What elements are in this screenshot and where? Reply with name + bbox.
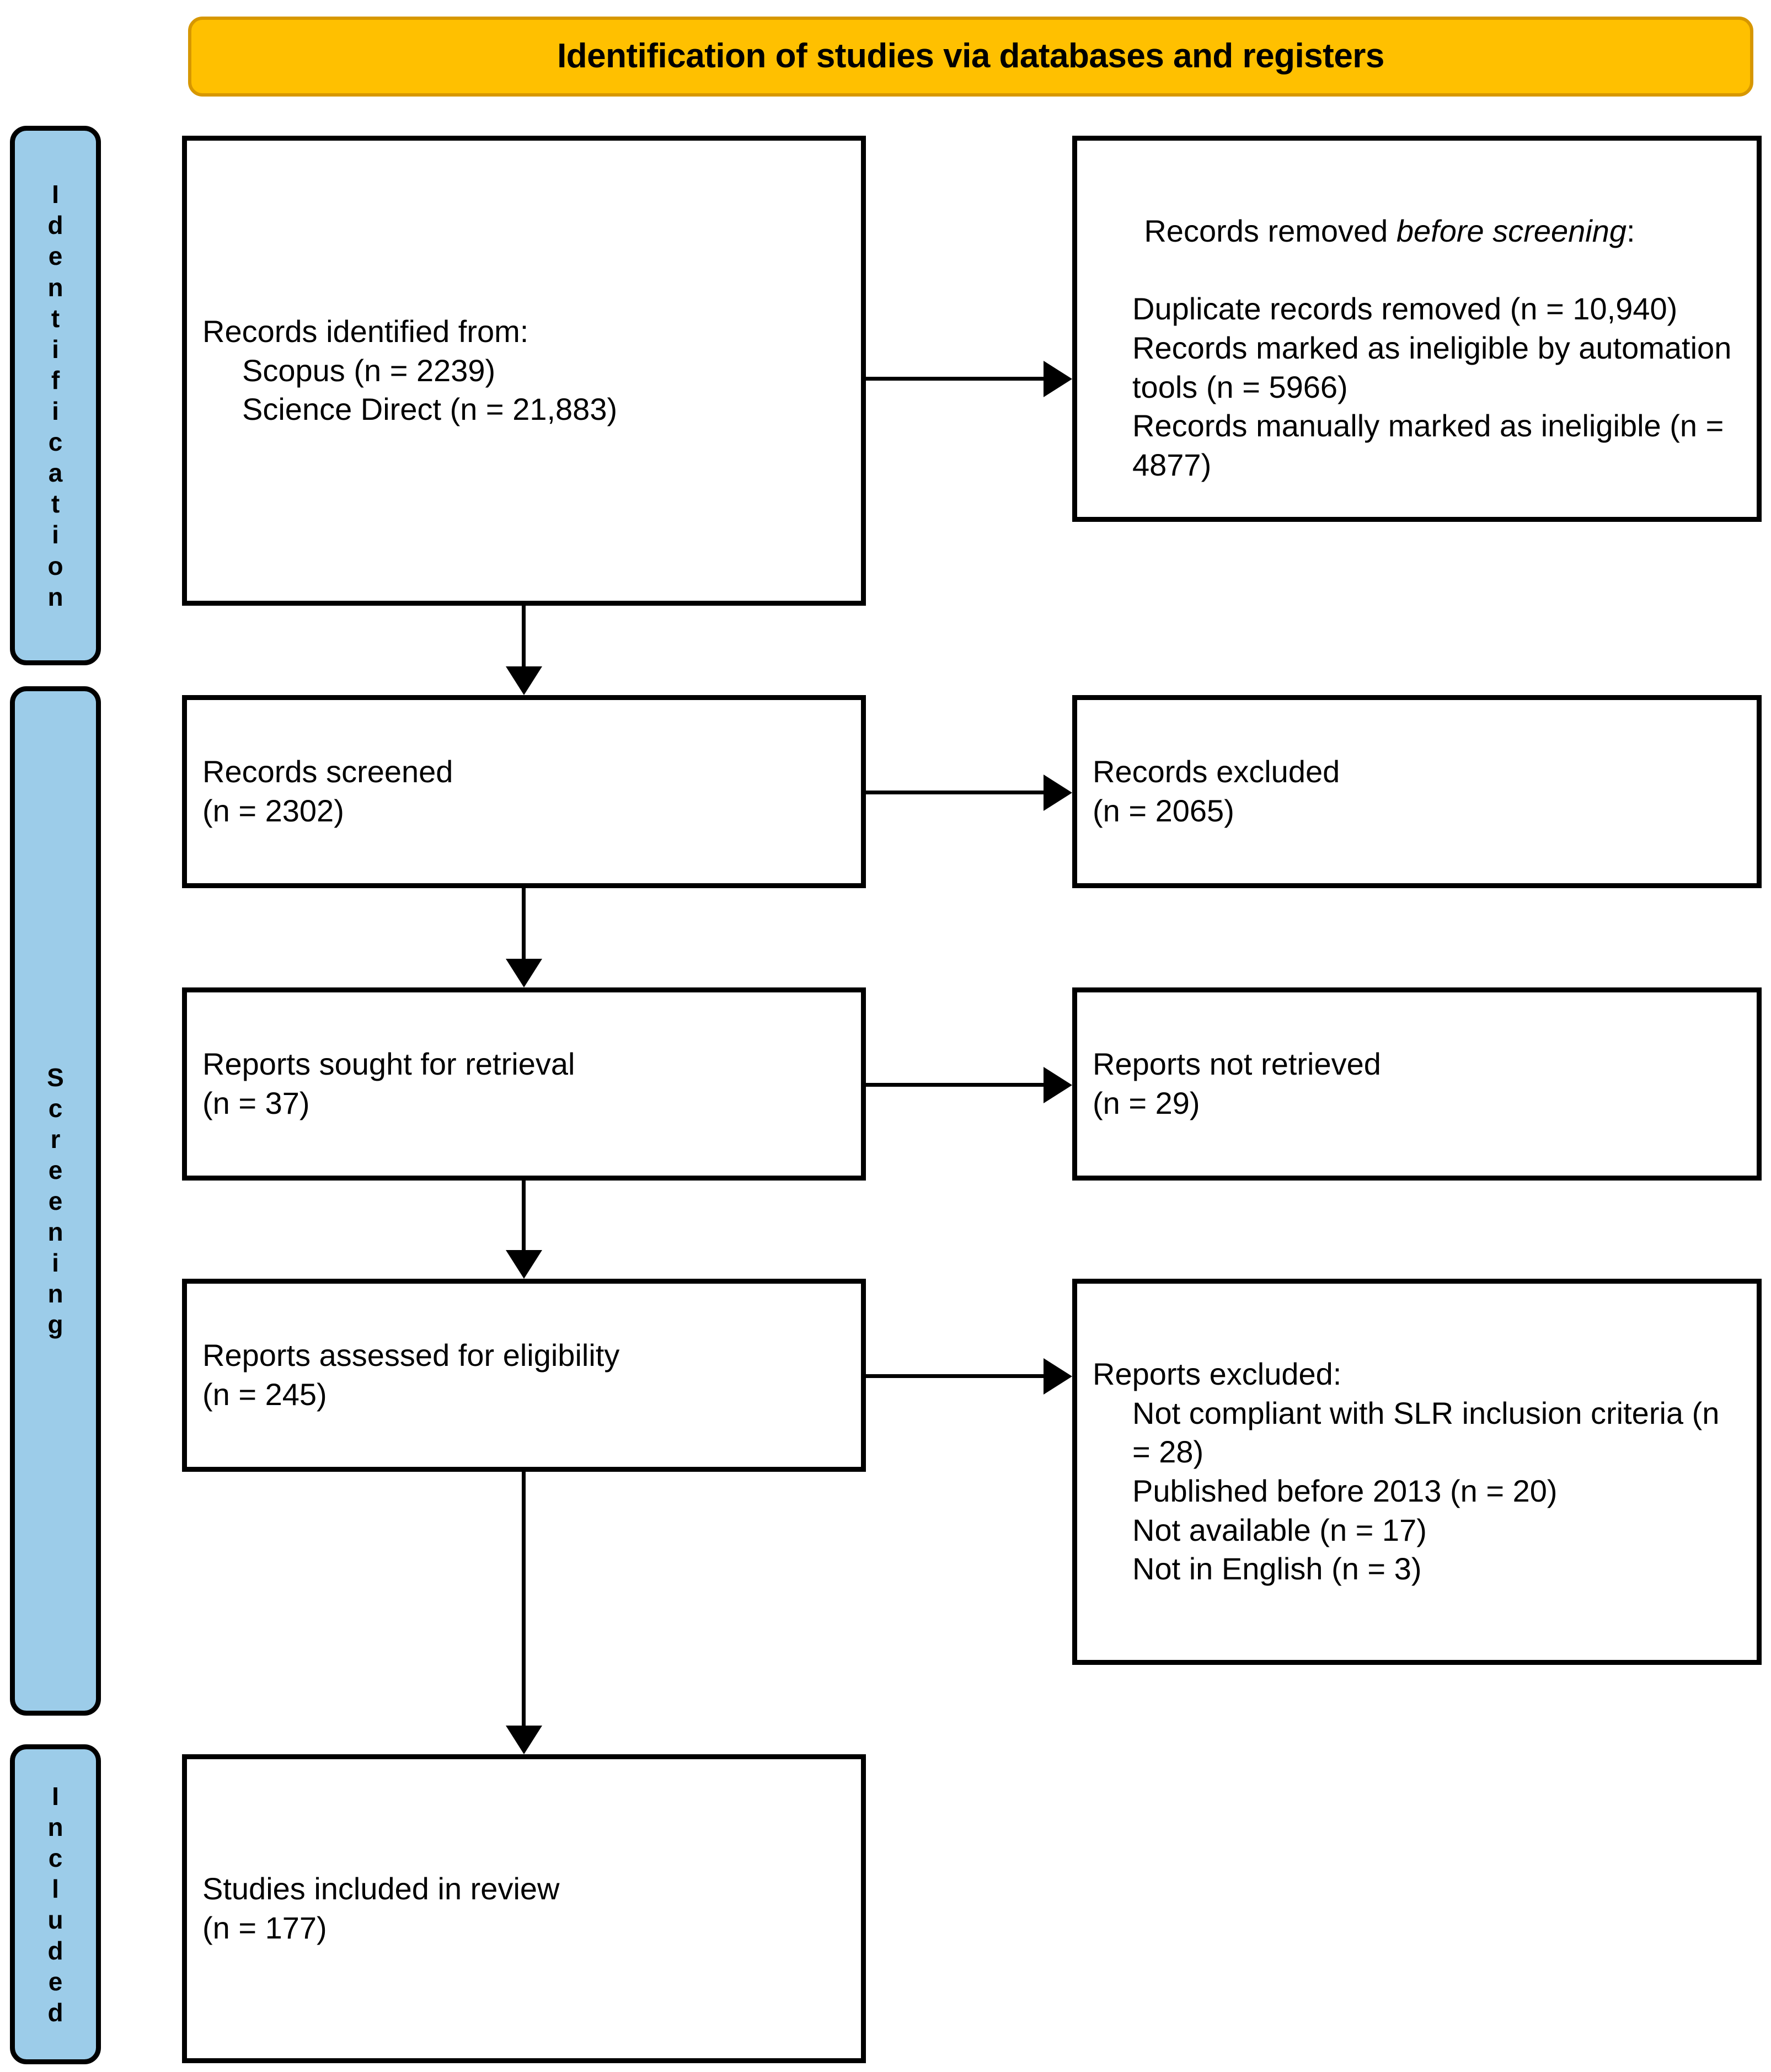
box-line: (n = 177) [202,1910,327,1945]
stage-label-letter: i [52,520,59,549]
arrow-sought-to-not-retrieved [866,1066,1073,1104]
phase-banner-identification: Identification of studies via databases … [188,17,1753,97]
box-line: Science Direct (n = 21,883) [242,392,618,427]
stage-label-letter: S [47,1062,64,1092]
stage-label-letter: i [52,1248,59,1278]
arrow-shaft [866,1083,1045,1087]
stage-label-letter: l [52,1874,59,1903]
arrow-identified-to-screened [506,606,560,696]
stage-label-letter: i [52,397,59,425]
arrow-screened-to-records-excluded [866,773,1073,812]
arrow-shaft [866,377,1045,381]
stage-label-letter: u [47,1905,63,1934]
stage-label-letter: n [47,1217,63,1247]
box-line: Records excluded [1093,754,1340,789]
arrow-assessed-to-included [506,1472,560,1755]
box-line: (n = 29) [1093,1086,1200,1120]
box-line: (n = 245) [202,1377,327,1412]
box-line: Studies included in review [202,1871,560,1907]
arrow-head-right-icon [1044,361,1072,397]
stage-label-letter: I [52,1781,59,1811]
stage-label-letter: g [47,1310,63,1339]
box-line: Not available (n = 17) [1132,1512,1427,1547]
arrow-shaft [866,1374,1045,1378]
stage-label-letter: r [50,1124,61,1154]
arrow-head-right-icon [1044,775,1072,811]
heading-prefix: Records removed [1144,213,1397,249]
box-line: Scopus (n = 2239) [242,353,496,388]
arrow-identified-to-removed [866,360,1073,398]
box-line: Records identified from: [202,314,529,349]
arrow-shaft [866,791,1045,794]
stage-label-letter: e [48,1155,63,1184]
box-line: (n = 37) [202,1086,310,1120]
box-line: Not compliant with SLR inclusion criteri… [1132,1395,1728,1470]
box-line: Reports excluded: [1093,1357,1342,1392]
stage-label-letter: n [47,1812,63,1841]
arrow-assessed-to-reports-excluded [866,1357,1073,1396]
stage-label-letter: e [48,1186,63,1215]
box-line: Records marked as ineligible by automati… [1132,330,1740,404]
phase-banner-title: Identification of studies via databases … [557,37,1384,76]
stage-label-letter: e [48,1967,63,1996]
stage-label-letter: d [47,1998,63,2027]
arrow-head-down-icon [506,666,542,695]
box-reports-assessed-for-eligibility: Reports assessed for eligibility (n = 24… [182,1279,866,1472]
stage-label-letter: d [47,211,63,240]
box-line: Reports not retrieved [1093,1046,1381,1082]
stage-label-letter: I [52,180,59,209]
arrow-shaft [522,606,526,667]
box-reports-excluded: Reports excluded: Not compliant with SLR… [1072,1279,1762,1665]
stage-label-letter: c [48,1843,63,1872]
stage-label-letter: n [47,273,63,302]
heading-italic: before screening [1396,213,1627,249]
stage-label-letter: c [48,428,63,457]
box-line: Not in English (n = 3) [1132,1551,1422,1587]
arrow-shaft [522,1472,526,1727]
arrow-head-right-icon [1044,1358,1072,1395]
box-reports-not-retrieved: Reports not retrieved (n = 29) [1072,987,1762,1181]
stage-label-letter: n [47,582,63,611]
box-records-removed-before-screening: Records removed before screening: Duplic… [1072,136,1762,522]
stage-label-letter: t [51,489,60,519]
arrow-head-right-icon [1044,1067,1072,1103]
box-records-excluded: Records excluded (n = 2065) [1072,695,1762,888]
stage-label-letter: o [47,551,63,580]
box-heading: Records removed before screening: [1093,173,1741,290]
stage-label-letter: a [48,458,63,488]
box-records-identified: Records identified from: Scopus (n = 223… [182,136,866,606]
box-studies-included-in-review: Studies included in review (n = 177) [182,1754,866,2063]
arrow-head-down-icon [506,1726,542,1754]
box-line: (n = 2065) [1093,793,1234,828]
stage-label-letter: t [51,303,60,333]
box-line: Records manually marked as ineligible (n… [1132,408,1732,482]
arrow-shaft [522,888,526,960]
box-line: Reports assessed for eligibility [202,1338,620,1373]
box-line: Published before 2013 (n = 20) [1132,1473,1558,1508]
stage-label-letter: e [48,242,63,271]
box-reports-sought-for-retrieval: Reports sought for retrieval (n = 37) [182,987,866,1181]
box-line: Duplicate records removed (n = 10,940) [1132,291,1678,327]
heading-suffix: : [1626,213,1635,249]
arrow-sought-to-assessed [506,1181,560,1280]
stage-label-letter: i [52,334,59,364]
box-line: Reports sought for retrieval [202,1046,575,1082]
stage-label-letter: n [47,1279,63,1309]
arrow-shaft [522,1181,526,1251]
stage-label-letter: c [48,1093,63,1123]
arrow-head-down-icon [506,959,542,987]
arrow-screened-to-sought [506,888,560,989]
arrow-head-down-icon [506,1250,542,1279]
stage-label-letter: f [51,365,60,394]
box-line: (n = 2302) [202,793,344,828]
stage-label-letter: d [47,1936,63,1966]
box-line: Records screened [202,754,453,789]
box-records-screened: Records screened (n = 2302) [182,695,866,888]
